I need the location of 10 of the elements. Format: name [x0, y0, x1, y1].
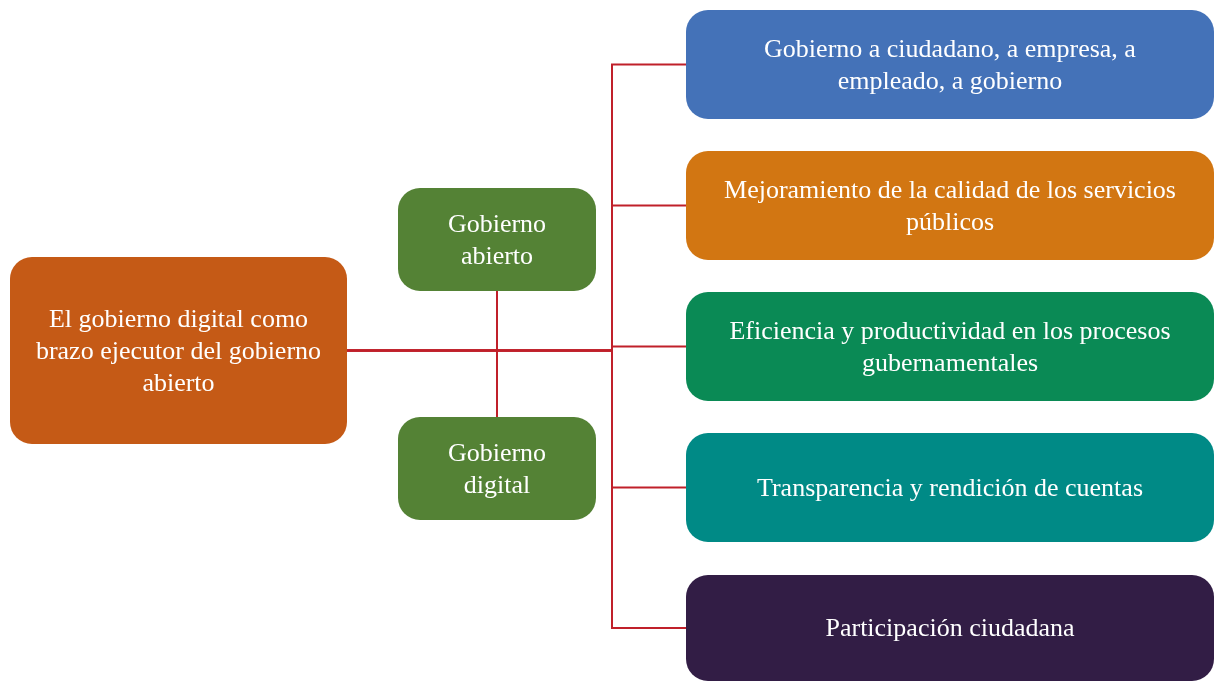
concept-box: Gobierno digital [398, 417, 596, 520]
connector-line [346, 349, 687, 629]
connector-line [496, 290, 498, 418]
topic-box: El gobierno digital como brazo ejecutor del gobierno abierto [10, 257, 347, 444]
aspect-box: Transparencia y rendición de cuentas [686, 433, 1214, 542]
aspect-box: Mejoramiento de la calidad de los servicios públicos [686, 151, 1214, 260]
aspect-box: Gobierno a ciudadano, a empresa, a empleado, a gobierno [686, 10, 1214, 119]
aspect-box: Participación ciudadana [686, 575, 1214, 681]
concept-box: Gobierno abierto [398, 188, 596, 291]
aspect-box: Eficiencia y productividad en los procesos gubernamentales [686, 292, 1214, 401]
